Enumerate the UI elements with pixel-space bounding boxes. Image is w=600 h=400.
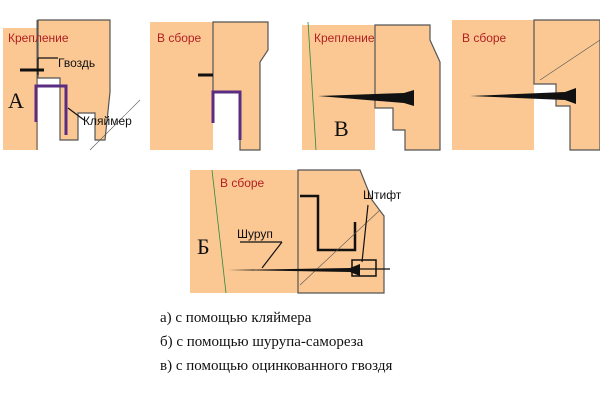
caption-v: в) с помощью оцинкованного гвоздя [160,358,393,374]
board-right [37,19,111,141]
panel-letter: А [8,88,24,113]
board-left [190,170,298,293]
galvanized-nail [470,88,576,104]
board-left [452,20,534,150]
clamp-leader [67,107,85,121]
panel-title: В сборе [157,31,202,45]
panel-a-mount: Крепление Гвоздь Кляймер А [3,19,141,151]
clamp-label: Кляймер [83,114,132,128]
pin-leader [361,204,369,263]
tongue-outline [300,194,357,252]
wood-grain [89,99,141,151]
panel-letter: Б [197,234,210,259]
board-left [3,28,38,150]
caption-b: б) с помощью шурупа-самореза [160,334,364,350]
board-right [374,24,441,151]
panel-title: Крепление [314,31,375,45]
nail-label: Гвоздь [58,56,95,70]
screw-leader-diag [261,241,283,269]
panel-b-assembled: В сборе Шуруп Штифт Б [190,169,402,294]
wood-grain [539,39,600,81]
panel-v-mount: Крепление В [302,21,441,151]
pin-label: Штифт [363,188,402,202]
panel-title: Крепление [8,31,69,45]
wood-grain [211,169,227,294]
panel-letter: В [334,116,349,141]
galvanized-nail [318,90,414,106]
clamp [34,84,68,135]
board-right [297,169,385,294]
screw [228,264,360,276]
panel-title: В сборе [462,31,507,45]
board-left [150,22,213,150]
board-right [533,19,600,151]
panel-a-assembled: В сборе [150,21,269,151]
board-left [302,25,375,150]
wood-grain [307,21,317,151]
panel-v-assembled: В сборе [452,19,600,151]
screw-label: Шуруп [237,227,273,241]
caption-a: а) с помощью кляймера [160,310,312,326]
panel-title: В сборе [220,176,265,190]
clamp [211,90,242,140]
